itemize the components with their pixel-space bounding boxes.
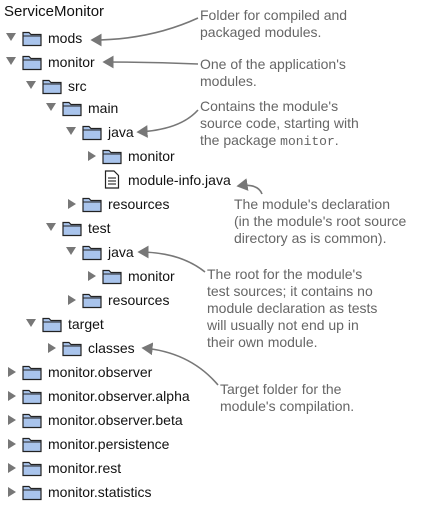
collapse-right-icon[interactable] — [8, 391, 16, 401]
note-line: Folder for compiled and — [200, 7, 348, 23]
folder-icon — [82, 245, 102, 261]
folder-icon — [22, 413, 42, 429]
folder-icon — [22, 389, 42, 405]
note-text: the package — [200, 132, 281, 148]
module-info-arrow — [236, 178, 263, 195]
tree-item-label: resources — [108, 292, 170, 308]
note-line: modules. — [200, 73, 257, 89]
expand-down-icon[interactable] — [6, 57, 16, 65]
tree-item-label: monitor.observer — [48, 364, 153, 380]
collapse-right-icon[interactable] — [88, 271, 96, 281]
note-line: packaged modules. — [200, 24, 322, 40]
note-line: The root for the module's — [207, 266, 363, 282]
folder-icon — [82, 293, 102, 309]
folder-icon — [42, 317, 62, 333]
folder-icon — [62, 101, 82, 117]
collapse-right-icon[interactable] — [8, 367, 16, 377]
java-arrow — [136, 109, 199, 138]
collapse-right-icon[interactable] — [8, 463, 16, 473]
folder-icon — [22, 365, 42, 381]
collapse-right-icon[interactable] — [88, 151, 96, 161]
tree-item-label: monitor — [128, 268, 175, 284]
file-icon — [104, 170, 120, 189]
tree-item-label: java — [108, 244, 134, 260]
tree-item-label: monitor — [48, 54, 95, 70]
folder-icon — [22, 461, 42, 477]
tree-item-label: monitor.statistics — [48, 484, 152, 500]
tree-item-label: target — [68, 316, 104, 332]
expand-down-icon[interactable] — [26, 81, 36, 89]
tree-item-label: test — [88, 220, 111, 236]
note-line: test sources; it contains no — [207, 283, 373, 299]
folder-icon — [22, 437, 42, 453]
collapse-right-icon[interactable] — [48, 343, 56, 353]
expand-down-icon[interactable] — [46, 103, 56, 111]
tree-item-label: monitor.observer.alpha — [48, 388, 190, 404]
folder-icon — [22, 31, 42, 47]
note-line: Contains the module's — [200, 98, 339, 114]
folder-icon — [102, 269, 122, 285]
tree-item-label: main — [88, 100, 119, 116]
tree-root-label: ServiceMonitor — [4, 3, 105, 20]
classes-arrow — [141, 342, 219, 386]
note-line: their own module. — [207, 334, 318, 350]
folder-icon — [62, 221, 82, 237]
monitor-arrow — [102, 55, 199, 69]
expand-down-icon[interactable] — [66, 127, 76, 135]
folder-icon — [22, 485, 42, 501]
package-name-code: monitor — [280, 134, 335, 149]
tree-item-label: monitor — [128, 148, 175, 164]
expand-down-icon[interactable] — [6, 33, 16, 41]
module-info-note: The module's declaration(in the module's… — [234, 196, 406, 247]
tree-item-label: classes — [88, 340, 135, 356]
collapse-right-icon[interactable] — [68, 295, 76, 305]
tree-item-label: java — [108, 124, 134, 140]
mods-arrow — [90, 17, 199, 47]
note-line: The module's declaration — [234, 196, 390, 212]
note-text: . — [334, 132, 339, 148]
note-line: will usually not end up in — [207, 317, 359, 333]
tree-item-label: src — [68, 78, 87, 94]
tree-item-label: monitor.observer.beta — [48, 412, 183, 428]
tree-item-label: monitor.persistence — [48, 436, 170, 452]
folder-icon — [62, 341, 82, 357]
note-line: Target folder for the — [220, 381, 342, 397]
collapse-right-icon[interactable] — [8, 439, 16, 449]
note-line: directory as is common). — [234, 230, 387, 246]
collapse-right-icon[interactable] — [68, 199, 76, 209]
collapse-right-icon[interactable] — [8, 487, 16, 497]
folder-icon — [22, 55, 42, 71]
note-line: (in the module's root source — [234, 213, 407, 229]
folder-icon — [102, 149, 122, 165]
tree-item-label: mods — [48, 30, 83, 46]
note-line: source code, starting with — [200, 115, 359, 131]
folder-icon — [42, 79, 62, 95]
collapse-right-icon[interactable] — [8, 415, 16, 425]
tree-item-label: resources — [108, 196, 170, 212]
tree-item-label: module-info.java — [128, 172, 231, 188]
folder-icon — [82, 197, 102, 213]
note-line: module's compilation. — [220, 398, 355, 414]
note-line: One of the application's — [200, 56, 346, 72]
expand-down-icon[interactable] — [46, 223, 56, 231]
note-line: the package monitor. — [200, 132, 359, 150]
expand-down-icon[interactable] — [66, 247, 76, 255]
tree-item-label: monitor.rest — [48, 460, 122, 476]
folder-icon — [82, 125, 102, 141]
note-line: module declaration as tests — [207, 300, 378, 316]
expand-down-icon[interactable] — [26, 319, 36, 327]
